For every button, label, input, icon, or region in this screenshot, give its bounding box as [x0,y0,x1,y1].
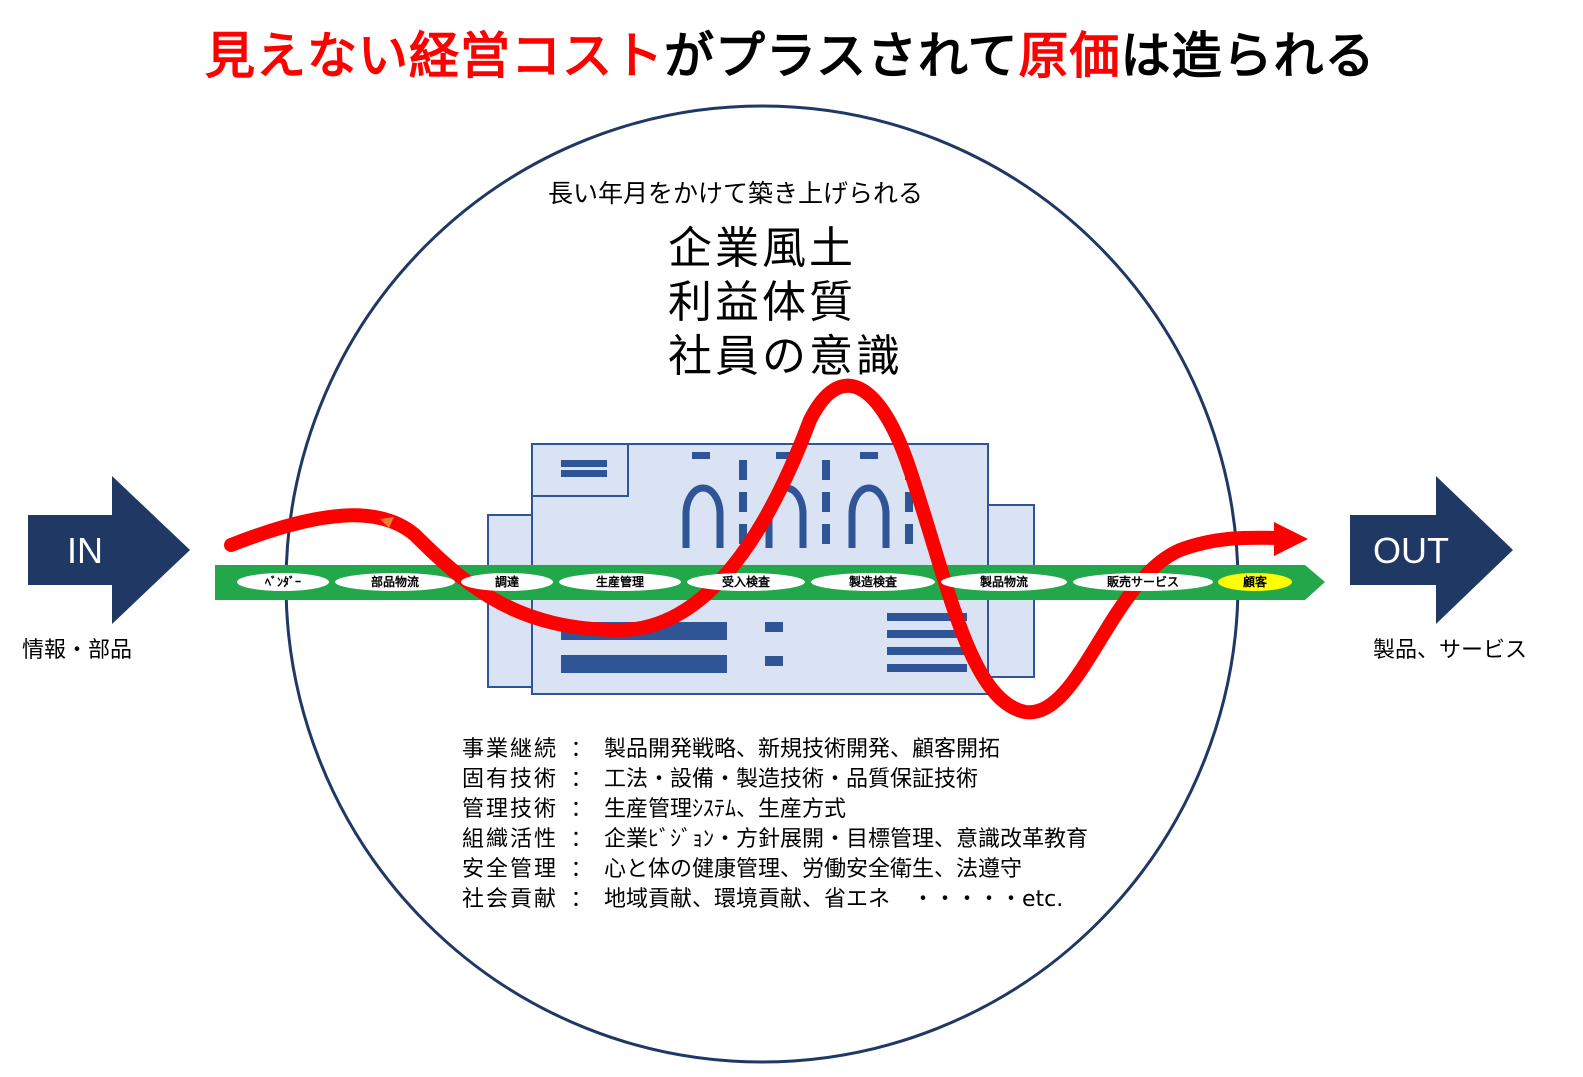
factor-key: 管理技術 [462,797,559,822]
factor-separator: ： [570,797,593,822]
factor-key: 社会貢献 [462,887,559,912]
out-arrow [1350,476,1513,624]
factor-row: 組織活性 ： 企業ﾋﾞｼﾞｮﾝ・方針展開・目標管理、意識改革教育 [462,825,1088,855]
factor-key: 安全管理 [462,857,559,882]
cost-wave-line [224,378,1292,720]
culture-line-awareness: 社員の意識 [668,331,903,382]
orange-marker [380,517,394,528]
factor-value: 地域貢献、環境貢献、省エネ ・・・・・etc. [604,887,1064,912]
process-step-receiving-inspection: 受入検査 [687,573,805,591]
title-part-2: がプラスされて [664,27,1019,85]
factor-row: 社会貢献 ： 地域貢献、環境貢献、省エネ ・・・・・etc. [462,885,1088,915]
factor-key: 事業継続 [462,737,559,762]
factor-value: 心と体の健康管理、労働安全衛生、法遵守 [604,857,1023,882]
input-caption: 情報・部品 [22,638,133,663]
factor-value: 生産管理ｼｽﾃﾑ、生産方式 [604,797,847,822]
process-step-product-logistics: 製品物流 [941,573,1067,591]
factor-value: 製品開発戦略、新規技術開発、顧客開拓 [604,737,1001,762]
factor-separator: ： [570,737,593,762]
factor-value: 工法・設備・製造技術・品質保証技術 [604,767,979,792]
output-caption: 製品、サービス [1373,638,1528,663]
process-step-customer: 顧客 [1218,573,1292,591]
process-step-vendor: ﾍﾞﾝﾀﾞｰ [237,573,329,591]
factor-key: 固有技術 [462,767,559,792]
factor-key: 組織活性 [462,827,559,852]
page-title: 見えない経営コストがプラスされて原価は造られる [205,16,1375,88]
factor-row: 固有技術 ： 工法・設備・製造技術・品質保証技術 [462,765,1088,795]
factor-separator: ： [570,767,593,792]
culture-line-profit: 利益体質 [668,277,856,328]
process-step-parts-logistics: 部品物流 [335,573,455,591]
culture-subtitle: 長い年月をかけて築き上げられる [548,179,924,208]
factor-row: 事業継続 ： 製品開発戦略、新規技術開発、顧客開拓 [462,735,1088,765]
title-part-4: は造られる [1120,27,1376,85]
factor-value: 企業ﾋﾞｼﾞｮﾝ・方針展開・目標管理、意識改革教育 [604,827,1089,852]
process-step-sales-service: 販売サービス [1073,573,1213,591]
factor-row: 管理技術 ： 生産管理ｼｽﾃﾑ、生産方式 [462,795,1088,825]
cost-wave-arrowhead [1274,522,1308,556]
in-label: IN [67,530,103,571]
factor-separator: ： [570,887,593,912]
factor-list: 事業継続 ： 製品開発戦略、新規技術開発、顧客開拓 固有技術 ： 工法・設備・製造技術・… [462,735,1088,915]
factor-separator: ： [570,857,593,882]
process-step-production-control: 生産管理 [559,573,681,591]
title-part-3: 原価 [1018,27,1121,85]
in-arrow [28,476,190,624]
process-step-procurement: 調達 [461,573,553,591]
factor-separator: ： [570,827,593,852]
title-part-1: 見えない経営コスト [205,27,664,85]
out-label: OUT [1373,530,1449,571]
process-step-manufacturing-inspection: 製造検査 [811,573,935,591]
factor-row: 安全管理 ： 心と体の健康管理、労働安全衛生、法遵守 [462,855,1088,885]
culture-line-corporate: 企業風土 [668,223,856,274]
